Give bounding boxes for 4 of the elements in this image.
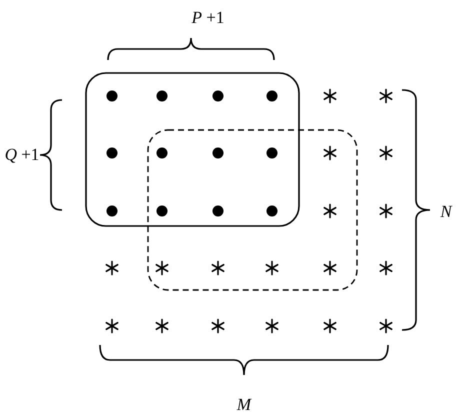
math-label: M (236, 395, 252, 415)
math-label: P +1 (192, 8, 224, 28)
math-label: Q +1 (4, 145, 40, 165)
math-label: N (440, 202, 452, 222)
